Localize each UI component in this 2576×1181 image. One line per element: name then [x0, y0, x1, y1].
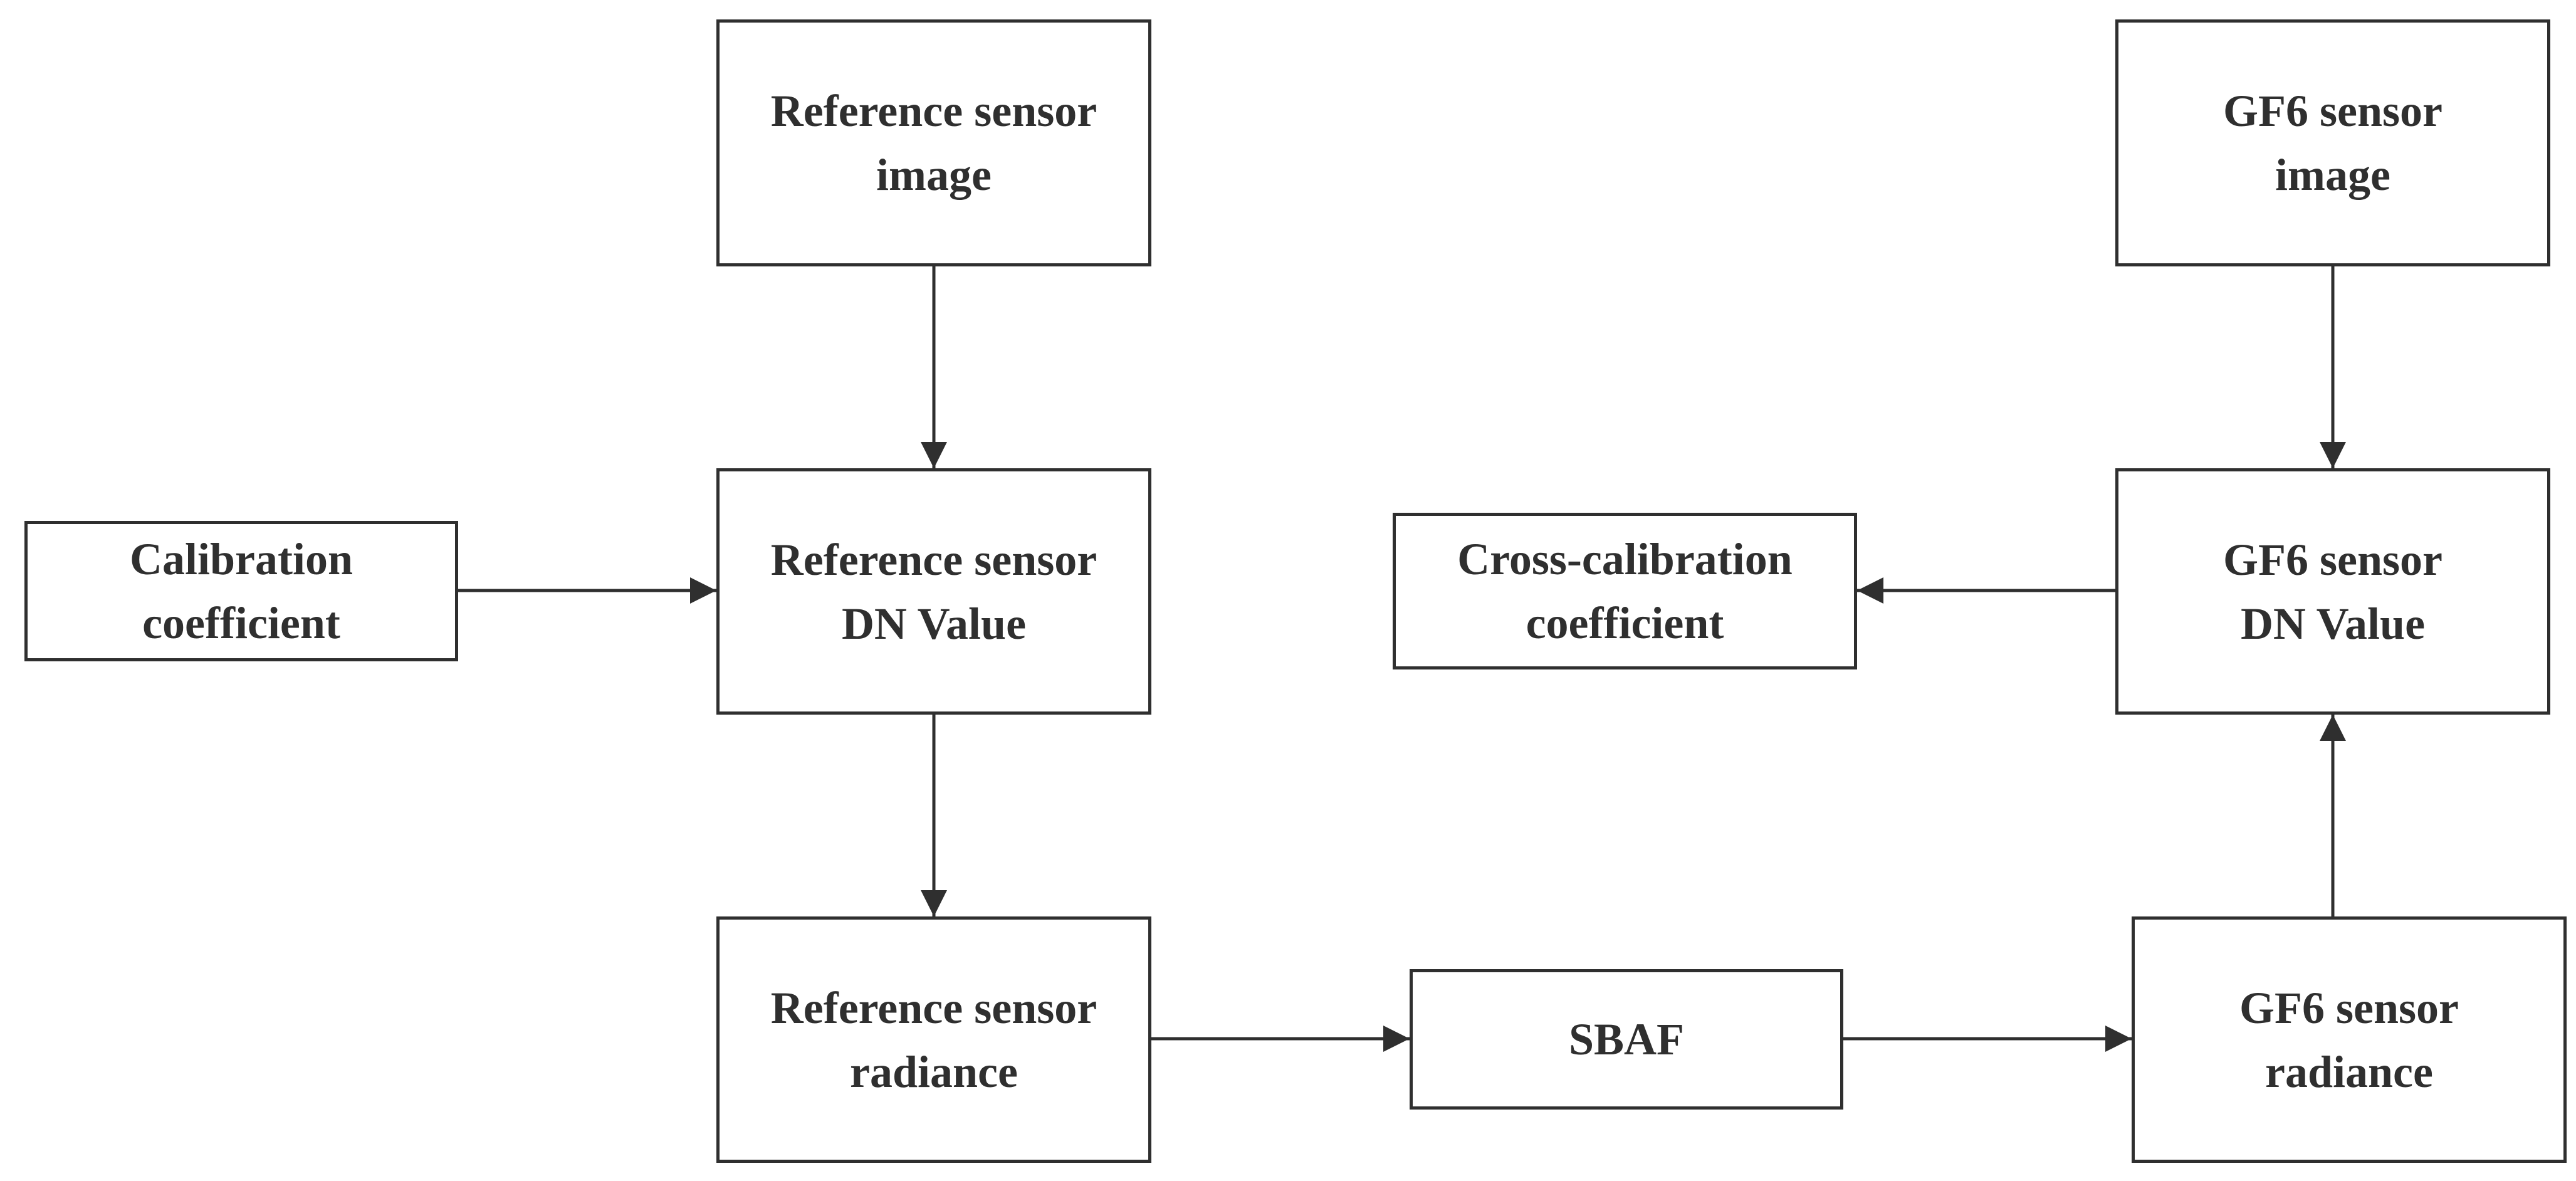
node-gf6-sensor-radiance: GF6 sensor radiance: [2132, 916, 2567, 1163]
node-reference-sensor-dn-value: Reference sensor DN Value: [716, 468, 1151, 715]
node-label-line: DN Value: [2240, 598, 2426, 649]
node-label: SBAF: [1569, 1007, 1684, 1071]
node-label-line: image: [876, 150, 992, 200]
node-gf6-sensor-dn-value: GF6 sensor DN Value: [2115, 468, 2550, 715]
node-label: GF6 sensor radiance: [2239, 976, 2459, 1104]
node-label: GF6 sensor image: [2223, 79, 2442, 207]
node-label-line: radiance: [850, 1046, 1018, 1097]
node-label: Reference sensor image: [771, 79, 1097, 207]
node-calibration-coefficient: Calibration coefficient: [24, 521, 458, 661]
node-reference-sensor-image: Reference sensor image: [716, 19, 1151, 266]
node-label-line: GF6 sensor: [2223, 534, 2442, 585]
node-label: Reference sensor DN Value: [771, 528, 1097, 656]
node-gf6-sensor-image: GF6 sensor image: [2115, 19, 2550, 266]
node-label-line: coefficient: [142, 598, 340, 648]
node-sbaf: SBAF: [1410, 969, 1843, 1110]
node-label-line: image: [2275, 150, 2390, 200]
node-label-line: DN Value: [841, 598, 1027, 649]
node-cross-calibration-coefficient: Cross-calibration coefficient: [1393, 513, 1857, 669]
node-label-line: GF6 sensor: [2239, 982, 2459, 1033]
node-reference-sensor-radiance: Reference sensor radiance: [716, 916, 1151, 1163]
node-label-line: radiance: [2265, 1046, 2433, 1097]
node-label: Cross-calibration coefficient: [1457, 527, 1793, 655]
node-label-line: Reference sensor: [770, 86, 1097, 136]
node-label-line: SBAF: [1568, 1014, 1685, 1064]
node-label: Calibration coefficient: [130, 527, 353, 655]
node-label-line: coefficient: [1526, 598, 1724, 648]
node-label-line: Cross-calibration: [1457, 534, 1793, 584]
node-label: GF6 sensor DN Value: [2223, 528, 2442, 656]
node-label-line: Calibration: [129, 534, 353, 584]
node-label: Reference sensor radiance: [771, 976, 1097, 1104]
node-label-line: Reference sensor: [770, 982, 1097, 1033]
node-label-line: Reference sensor: [770, 534, 1097, 585]
node-label-line: GF6 sensor: [2223, 86, 2442, 136]
